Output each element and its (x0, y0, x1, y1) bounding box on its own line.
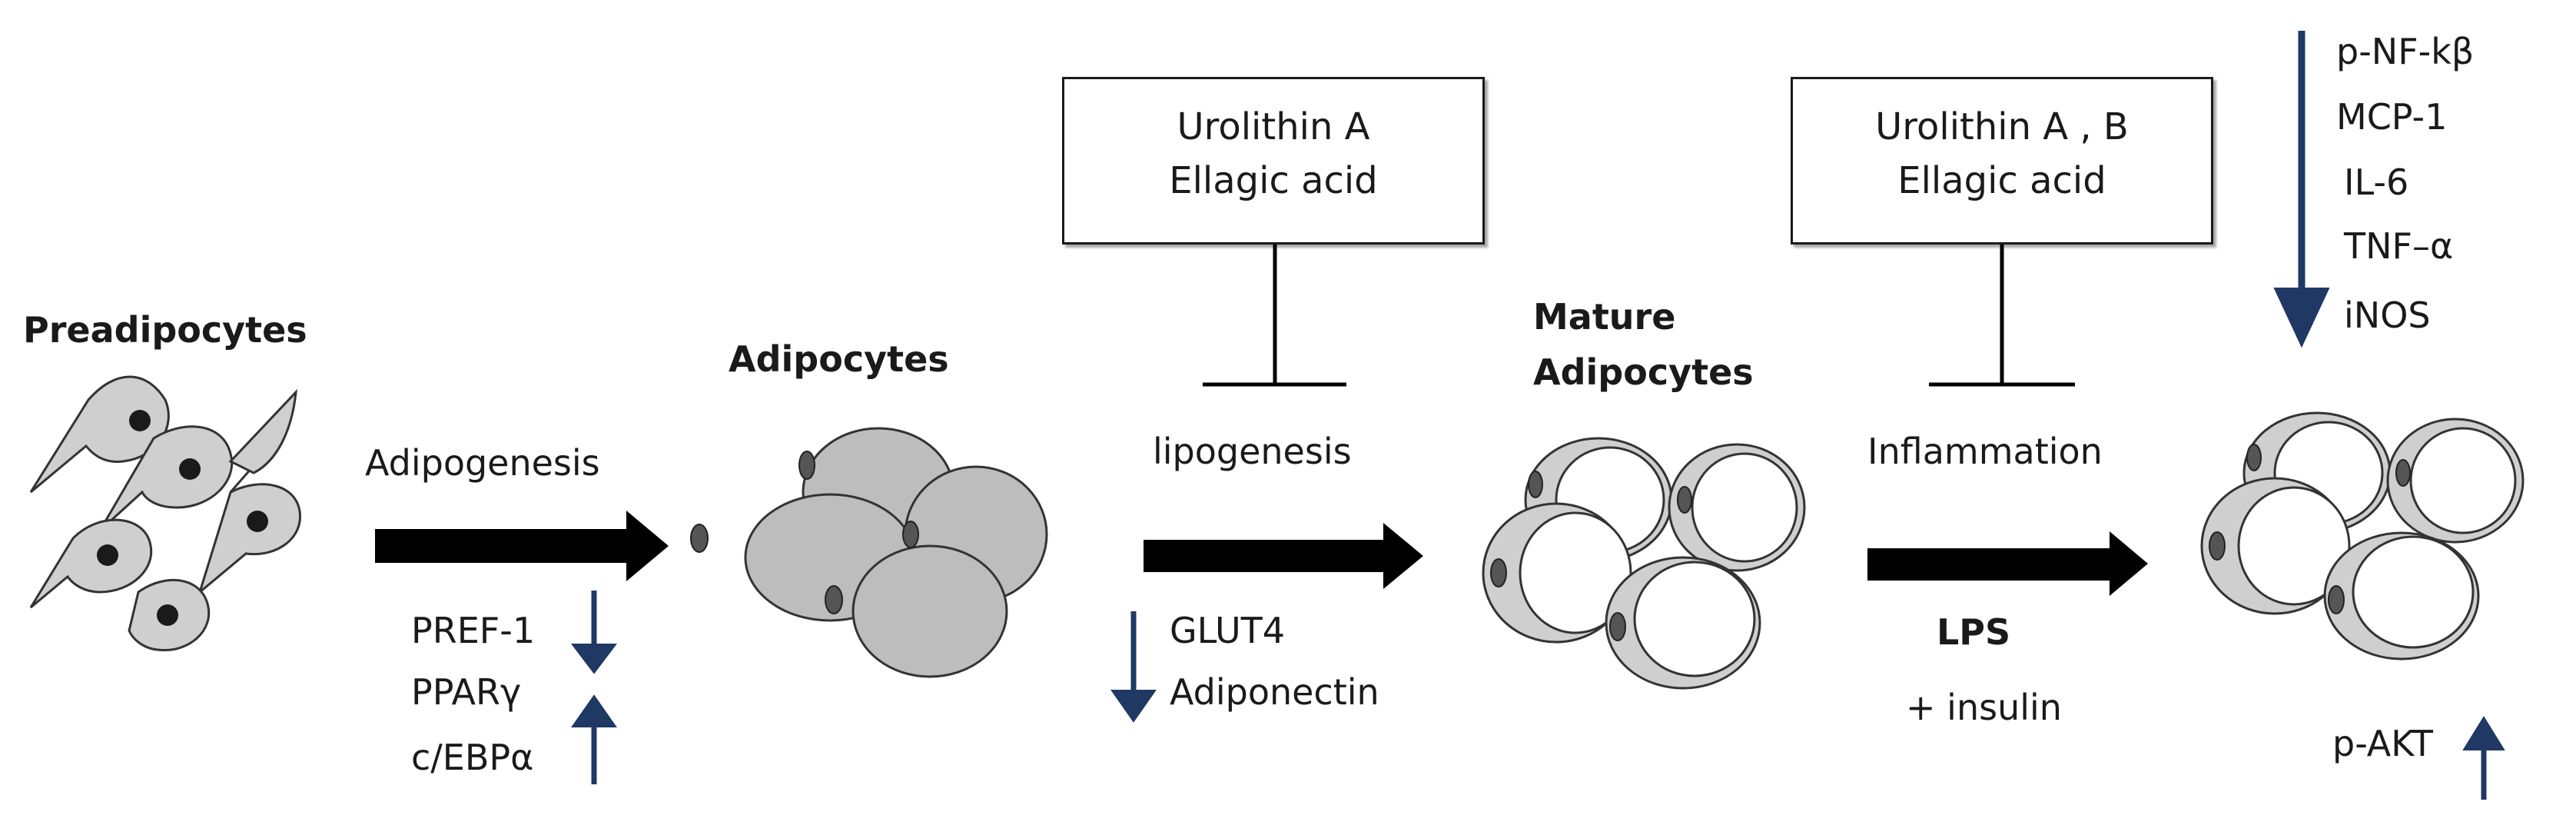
inhibitor-box-1: Urolithin A Ellagic acid (1062, 77, 1485, 245)
marker-adiponectin: Adiponectin (1170, 671, 1379, 713)
inflamed-adipocyte-nuclei (2209, 444, 2411, 614)
preadipocyte-cells (29, 375, 301, 652)
label-lps: LPS (1937, 611, 2011, 653)
glut4-down-arrow-head (1110, 690, 1157, 723)
inflamed-adipocyte-cells (2200, 411, 2525, 661)
inhibition-bars (1203, 242, 2075, 387)
marker-mcp1: MCP-1 (2336, 96, 2448, 138)
inhibitor-box-2-line1: Urolithin A , B (1875, 105, 2129, 148)
inhibitor-box-1-line2: Ellagic acid (1169, 158, 1378, 202)
label-adipocytes: Adipocytes (729, 338, 949, 380)
label-inflammation: Inflammation (1867, 431, 2103, 472)
marker-il6: IL-6 (2344, 161, 2409, 203)
marker-p-akt: p-AKT (2332, 723, 2433, 764)
marker-p-nf-kb: p-NF-kβ (2336, 31, 2475, 72)
mature-adipocyte-cells (1482, 437, 1806, 690)
label-insulin: + insulin (1906, 687, 2062, 728)
inhibitor-box-2: Urolithin A , B Ellagic acid (1791, 77, 2213, 245)
inflammation-arrow (1867, 531, 2148, 596)
preadipocyte-nuclei (97, 410, 268, 626)
adipocyte-nuclei (690, 451, 919, 614)
inflammation-down-arrow-head (2273, 288, 2330, 348)
label-adipogenesis: Adipogenesis (365, 442, 600, 484)
adipocyte-cells (744, 427, 1048, 678)
marker-inos: iNOS (2344, 295, 2431, 336)
inhibitor-box-1-line1: Urolithin A (1177, 105, 1370, 148)
akt-up-arrow-head (2462, 716, 2505, 750)
adipogenesis-arrow (375, 511, 669, 581)
marker-glut4: GLUT4 (1170, 610, 1286, 651)
pref1-down-arrow-head (570, 644, 618, 674)
mature-adipocyte-nuclei (1490, 471, 1692, 641)
marker-tnf-alpha: TNF–α (2344, 225, 2454, 267)
process-arrows (375, 511, 2148, 596)
marker-arrows (570, 31, 2505, 800)
label-mature-line1: Mature (1533, 296, 1676, 338)
inhibitor-box-2-line2: Ellagic acid (1897, 158, 2106, 202)
label-preadipocytes: Preadipocytes (23, 309, 307, 351)
lipogenesis-arrow (1144, 523, 1423, 589)
label-mature-line2: Adipocytes (1533, 351, 1754, 393)
marker-cebp-alpha: c/EBPα (411, 737, 534, 778)
label-lipogenesis: lipogenesis (1153, 431, 1352, 472)
marker-ppar-gamma: PPARγ (411, 671, 522, 713)
marker-pref1: PREF-1 (411, 610, 536, 651)
ppar-up-arrow-head (571, 694, 617, 727)
